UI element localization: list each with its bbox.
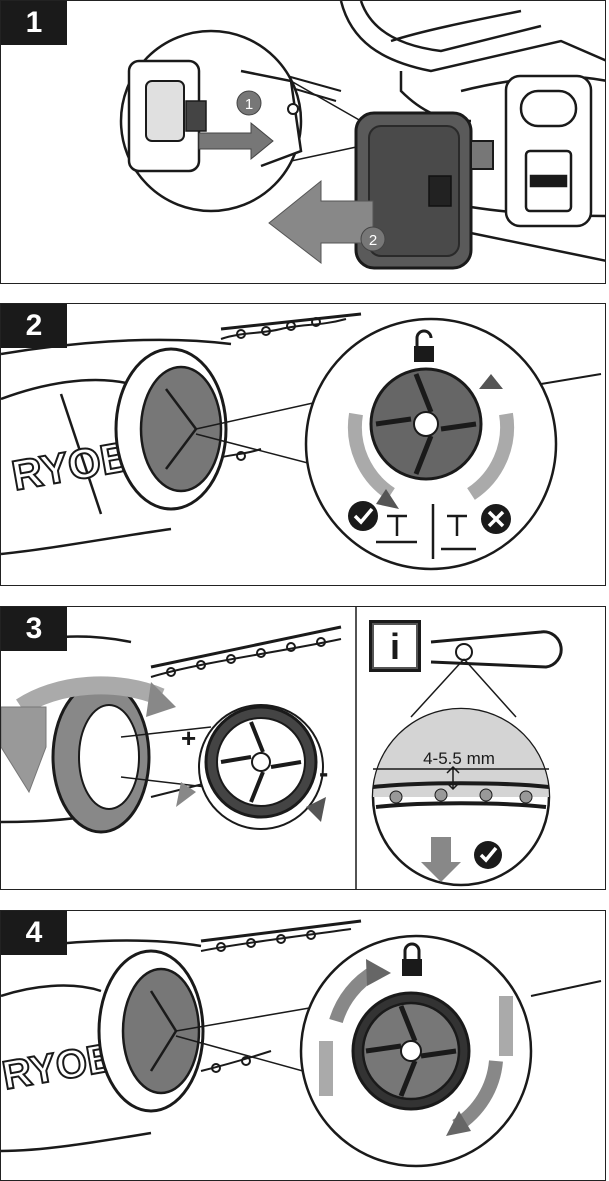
tension-knob-large	[204, 705, 318, 819]
tension-knob-small	[51, 680, 151, 834]
tension-knob-small	[97, 949, 205, 1113]
check-icon	[348, 501, 378, 531]
minus-label: -	[319, 757, 328, 788]
step-number-badge: 3	[1, 607, 67, 651]
callout-2: 2	[360, 226, 386, 252]
info-icon: i	[369, 620, 421, 672]
bolt-symbols	[376, 504, 476, 559]
plus-label: +	[181, 723, 196, 753]
left-rotate-arrow	[176, 782, 196, 807]
tension-knob-large	[369, 367, 483, 481]
unlock-icon	[414, 329, 434, 362]
measurement-zoom-circle	[371, 707, 551, 887]
step-number-badge: 2	[1, 304, 67, 348]
step-number-badge: 1	[1, 1, 67, 45]
info-label: i	[390, 626, 400, 667]
step-4-panel: 4 RYOBI	[0, 910, 606, 1181]
battery-pack	[354, 111, 494, 270]
step-3-panel: 3 +	[0, 606, 606, 890]
check-icon	[474, 841, 502, 869]
callout-2-label: 2	[369, 232, 377, 249]
battery-removal-illustration: 1 2	[119, 1, 605, 270]
cross-icon	[481, 504, 511, 534]
battery-holster	[504, 74, 593, 228]
step-number-badge: 4	[1, 911, 67, 955]
measurement-label: 4-5.5 mm	[423, 749, 495, 768]
tension-knob-small	[114, 347, 228, 511]
step-2-panel: 2 RYOBI	[0, 303, 606, 586]
chain-links	[200, 919, 602, 1073]
step-1-panel: 1	[0, 0, 606, 284]
right-rotate-arrow	[306, 797, 326, 822]
adjust-tension-illustration: + - i 4-5.5 mm	[1, 607, 563, 889]
chain-loop	[430, 630, 563, 669]
callout-1: 1	[236, 90, 262, 116]
callout-1-label: 1	[245, 96, 253, 113]
lock-knob-illustration: RYOBI	[1, 919, 602, 1168]
tension-knob-large	[351, 991, 471, 1111]
push-down-arrow	[421, 837, 461, 882]
lock-icon	[402, 942, 422, 976]
unlock-knob-illustration: RYOBI	[1, 312, 602, 571]
zoom-detail-circle	[119, 29, 303, 213]
saw-housing	[1, 338, 232, 556]
